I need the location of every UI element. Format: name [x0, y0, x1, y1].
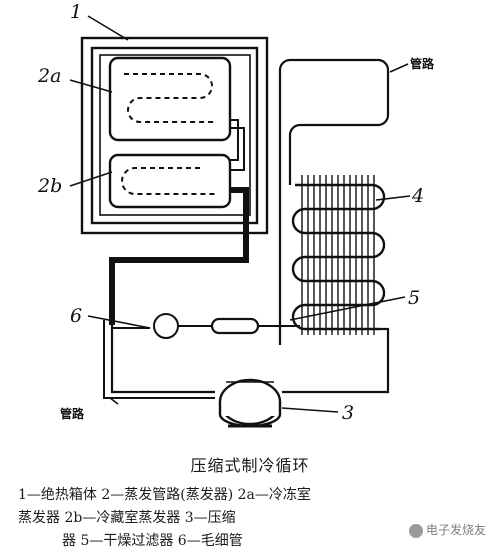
- label-2a-freezer-evaporator: 2a: [37, 65, 61, 87]
- legend-line-1: 1—绝热箱体 2—蒸发管路(蒸发器) 2a—冷冻室: [18, 487, 311, 503]
- capillary-tube: [152, 313, 179, 339]
- suction-line: [109, 187, 249, 325]
- watermark-logo-icon: [408, 523, 423, 538]
- label-6-capillary: 6: [70, 305, 82, 327]
- label-2b-refrigerator-evaporator: 2b: [37, 175, 62, 197]
- filter-drier: [178, 317, 300, 335]
- insulated-cabinet: [80, 36, 269, 235]
- leader-lines: [69, 15, 411, 413]
- suction-line-lower: [110, 325, 215, 394]
- watermark-text: 电子发烧友: [425, 523, 486, 537]
- label-1-cabinet: 1: [70, 1, 82, 23]
- label-3-compressor: 3: [342, 402, 354, 424]
- discharge-pipe-loop: [278, 58, 390, 345]
- watermark: 电子发烧友: [408, 521, 486, 538]
- diagram-caption: 压缩式制冷循环: [190, 456, 310, 475]
- return-line: [103, 320, 215, 399]
- refrigerator-evaporator: [108, 153, 232, 209]
- label-4-condenser: 4: [411, 185, 424, 207]
- evaporator-connector-pipe: [230, 119, 245, 171]
- compressor: [218, 378, 282, 428]
- pipe-label-top-right: 管路: [410, 56, 435, 71]
- freezer-evaporator: [108, 56, 232, 142]
- legend-line-2: 蒸发器 2b—冷藏室蒸发器 3—压缩: [18, 510, 236, 526]
- label-5-filter-drier: 5: [408, 287, 420, 309]
- legend-line-3: 器 5—干燥过滤器 6—毛细管: [62, 533, 243, 549]
- pipe-label-bottom-left: 管路: [60, 406, 85, 421]
- liquid-return-pipe: [282, 327, 390, 394]
